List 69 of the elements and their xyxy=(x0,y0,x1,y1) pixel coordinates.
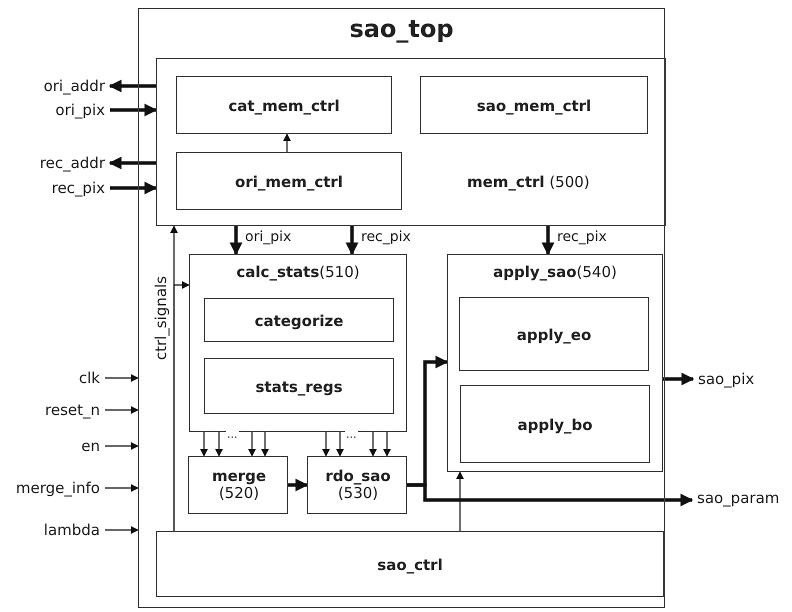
module-name: mem_ctrl (500) xyxy=(467,173,590,191)
arrow xyxy=(288,478,308,492)
submodule-box xyxy=(307,456,407,514)
module-name: sao_top xyxy=(348,15,455,43)
submodule-box xyxy=(176,152,402,210)
arrow xyxy=(110,182,158,194)
arrow xyxy=(110,104,158,116)
module-name: cat_mem_ctrl xyxy=(227,97,341,115)
module-name: sao_ctrl xyxy=(376,556,444,574)
module-name: sao_mem_ctrl xyxy=(476,97,592,115)
arrow xyxy=(346,226,358,256)
arrow xyxy=(105,374,139,382)
arrow xyxy=(663,372,694,386)
arrow xyxy=(200,432,208,457)
module-block xyxy=(189,254,407,432)
arrow xyxy=(105,526,139,534)
arrow xyxy=(105,406,139,414)
submodule-box xyxy=(420,76,648,134)
module-block xyxy=(156,58,666,226)
signal-label: rec_pix xyxy=(52,179,105,197)
arrow xyxy=(336,432,344,457)
signal-label: clk xyxy=(78,369,100,387)
submodule-box xyxy=(156,531,664,597)
arrow xyxy=(105,442,139,450)
arrow xyxy=(542,226,554,256)
module-name: categorize xyxy=(254,312,344,330)
module-name: apply_sao(540) xyxy=(492,263,618,281)
signal-label: merge_info xyxy=(16,479,100,497)
module-name: ori_mem_ctrl xyxy=(234,173,344,191)
module-name: apply_bo xyxy=(516,416,594,434)
signal-label: ori_pix xyxy=(244,229,292,245)
arrow xyxy=(215,432,223,457)
submodule-box xyxy=(460,385,650,463)
signal-label: lambda xyxy=(44,521,100,539)
signal-label: ori_pix xyxy=(55,101,105,119)
module-name: calc_stats(510) xyxy=(235,263,361,281)
module-name: rdo_sao (530) xyxy=(324,468,392,502)
signal-label: sao_param xyxy=(697,489,780,507)
signal-label: reset_n xyxy=(45,401,100,419)
module-name: apply_eo xyxy=(516,326,592,344)
signal-label: rec_pix xyxy=(360,229,412,245)
signal-label: ori_addr xyxy=(44,77,105,95)
submodule-box xyxy=(188,456,288,514)
signal-label: rec_addr xyxy=(40,154,105,172)
arrow xyxy=(108,156,156,170)
arrow xyxy=(248,432,256,457)
module-block xyxy=(447,254,663,472)
arrow xyxy=(383,432,391,457)
arrow xyxy=(173,281,190,531)
submodule-box xyxy=(176,76,392,134)
signal-label: sao_pix xyxy=(698,370,754,388)
signal-label: en xyxy=(81,437,100,455)
submodule-box xyxy=(459,297,649,371)
arrow xyxy=(283,133,291,152)
arrow xyxy=(456,471,464,531)
arrow xyxy=(407,483,694,506)
top-module-frame xyxy=(138,8,665,608)
arrow xyxy=(230,226,242,256)
submodule-box xyxy=(204,358,394,414)
arrow xyxy=(322,432,330,457)
signal-label: rec_pix xyxy=(556,229,608,245)
module-name: merge (520) xyxy=(210,468,268,502)
arrow xyxy=(108,80,156,92)
arrow xyxy=(261,432,269,457)
arrow xyxy=(369,432,377,457)
arrow xyxy=(105,484,139,492)
module-name: stats_regs xyxy=(254,378,344,396)
signal-label: ctrl_signals xyxy=(152,276,170,360)
submodule-box xyxy=(204,298,394,342)
